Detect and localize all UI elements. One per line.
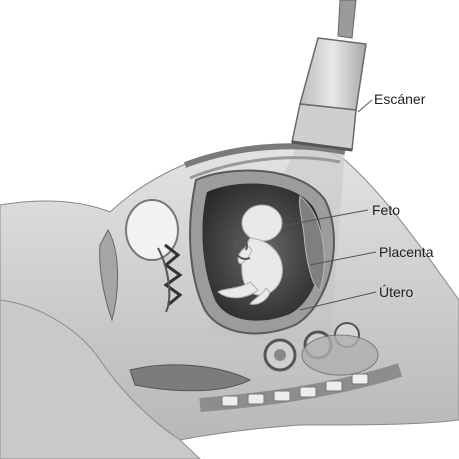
bladder bbox=[126, 200, 178, 260]
label-placenta: Placenta bbox=[379, 245, 433, 259]
label-scanner: Escáner bbox=[374, 92, 425, 106]
label-fetus: Feto bbox=[372, 203, 400, 217]
leader-scanner bbox=[358, 100, 372, 112]
label-uterus: Útero bbox=[379, 285, 413, 299]
ultrasound-probe-icon bbox=[292, 0, 366, 150]
